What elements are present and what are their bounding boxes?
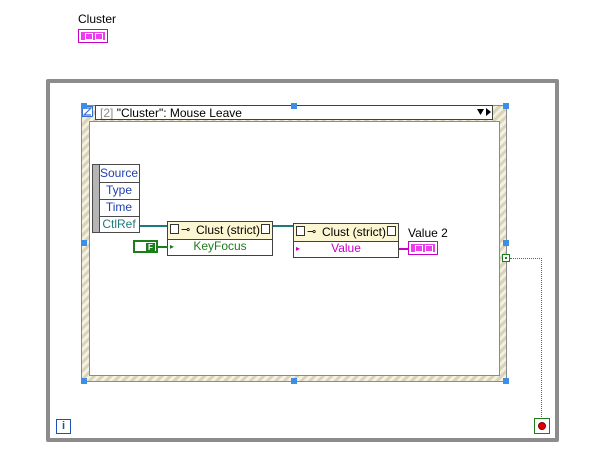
boolean-constant-false[interactable]: F bbox=[133, 240, 158, 253]
iteration-terminal-icon[interactable]: i bbox=[56, 419, 71, 434]
event-data-type[interactable]: Type bbox=[99, 182, 139, 200]
event-data-time[interactable]: Time bbox=[99, 199, 139, 217]
property-node-class: Clust (strict) bbox=[322, 225, 386, 239]
case-decrement-arrow-icon[interactable] bbox=[476, 106, 485, 118]
case-title: "Cluster": Mouse Leave bbox=[116, 106, 242, 120]
boolean-wire[interactable] bbox=[158, 246, 168, 248]
boolean-wire-dotted[interactable] bbox=[541, 258, 542, 419]
event-data-source[interactable]: Source bbox=[99, 165, 139, 183]
resize-handle[interactable] bbox=[291, 378, 297, 384]
property-node-value[interactable]: ⊸ Clust (strict) ▸ Value bbox=[293, 223, 399, 258]
cluster-terminal[interactable] bbox=[78, 29, 108, 43]
resize-handle[interactable] bbox=[81, 240, 87, 246]
event-data-node[interactable]: Source Type Time CtlRef bbox=[92, 164, 140, 233]
while-loop[interactable] bbox=[46, 79, 559, 442]
write-arrow-icon: ▸ bbox=[170, 242, 175, 251]
key-icon: ⊸ bbox=[307, 226, 317, 238]
key-icon: ⊸ bbox=[181, 224, 191, 236]
reference-wire[interactable] bbox=[272, 225, 294, 227]
value-indicator-label: Value 2 bbox=[408, 226, 448, 240]
property-node-keyfocus[interactable]: ⊸ Clust (strict) ▸ KeyFocus bbox=[167, 221, 273, 256]
resize-handle[interactable] bbox=[81, 378, 87, 384]
case-index: [2] bbox=[100, 106, 114, 120]
cluster-wire[interactable] bbox=[399, 248, 408, 250]
resize-handle[interactable] bbox=[503, 378, 509, 384]
boolean-tunnel[interactable] bbox=[502, 254, 510, 262]
value-indicator-terminal[interactable] bbox=[408, 241, 438, 255]
property-keyfocus[interactable]: ▸ KeyFocus bbox=[170, 239, 247, 253]
loop-condition-stop-icon[interactable] bbox=[534, 418, 550, 434]
property-node-class: Clust (strict) bbox=[196, 223, 260, 237]
boolean-wire-dotted[interactable] bbox=[510, 258, 542, 259]
cluster-label: Cluster bbox=[78, 12, 117, 26]
event-data-ctlref[interactable]: CtlRef bbox=[102, 217, 136, 231]
resize-handle[interactable] bbox=[291, 103, 297, 109]
read-arrow-icon: ▸ bbox=[296, 244, 301, 253]
reference-wire[interactable] bbox=[140, 225, 167, 227]
boolean-constant-text: F bbox=[146, 243, 155, 252]
timeout-icon bbox=[82, 106, 93, 117]
resize-handle[interactable] bbox=[503, 103, 509, 109]
property-value[interactable]: ▸ Value bbox=[296, 241, 361, 255]
resize-handle[interactable] bbox=[503, 240, 509, 246]
resize-handle[interactable] bbox=[81, 103, 87, 109]
case-increment-arrow-icon[interactable] bbox=[485, 106, 492, 118]
